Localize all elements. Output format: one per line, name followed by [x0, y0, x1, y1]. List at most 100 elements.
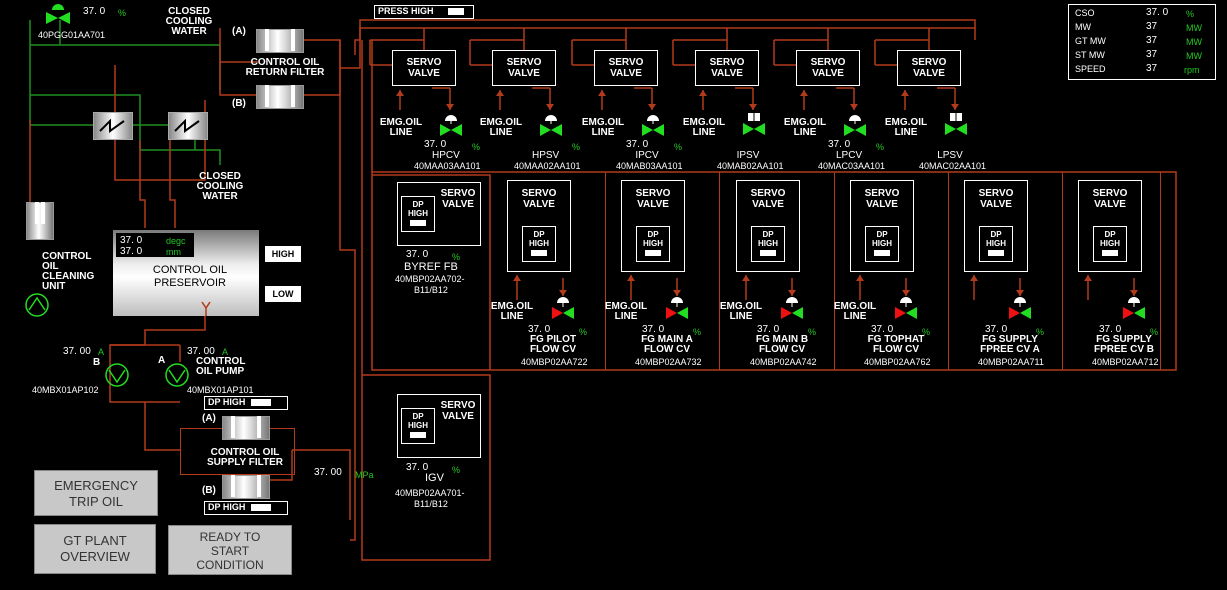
servo-line2: VALVE [523, 199, 555, 210]
emg-line2: LINE [389, 127, 413, 138]
servo-line1: SERVO [864, 188, 900, 199]
valve-tag: 40MAA02AA101 [514, 161, 581, 171]
supply-filter-dp-high-top: DP HIGH [204, 396, 288, 410]
dp-indicator [760, 250, 776, 256]
fg-valve-icon[interactable] [779, 294, 805, 320]
igv-tag-1: 40MBP02AA701- [395, 488, 465, 498]
dp-line1: DP [647, 230, 659, 239]
flow-arrow-icon [902, 290, 910, 296]
servo-line1: SERVO [810, 57, 846, 68]
igv-value: 37. 0 [406, 462, 429, 473]
valve-hpcv-icon[interactable] [438, 112, 464, 138]
emg-line2: LINE [729, 311, 753, 322]
servo-line2: VALVE [980, 199, 1012, 210]
valve-tag: 40MAC02AA101 [919, 161, 987, 171]
flow-arrow-icon [951, 104, 959, 110]
preservoir-level-unit: mm [166, 247, 181, 257]
pump-b-unit: A [98, 347, 105, 357]
valve-hpsv-icon[interactable] [538, 112, 564, 138]
dp-indicator [410, 432, 426, 438]
dp-line2: HIGH [986, 239, 1006, 248]
pump-b-icon[interactable] [104, 362, 130, 388]
top-valve-value: 37. 0 [83, 6, 106, 17]
supply-pressure-value: 37. 00 [314, 467, 342, 478]
name-line2: FPREE CV A [980, 344, 1040, 355]
fg-valve-unit: % [1150, 327, 1159, 337]
igv-unit: % [452, 465, 461, 475]
fg-frame [1063, 172, 1161, 370]
dp-line2: HIGH [529, 239, 549, 248]
emg-line1: EMG.OIL [379, 117, 423, 128]
flow-arrow-icon [598, 90, 606, 96]
dp-indicator [988, 250, 1004, 256]
status-panel [1068, 4, 1216, 80]
name-line1: FG MAIN B [755, 334, 809, 345]
flow-arrow-icon [546, 104, 554, 110]
emg-line1: EMG.OIL [604, 301, 648, 312]
valve-lpsv-icon[interactable] [943, 112, 969, 138]
valve-name: HPSV [532, 150, 560, 161]
pump-a-letter: A [158, 355, 166, 366]
valve-value: 37. 0 [828, 139, 851, 150]
valve-unit: % [674, 142, 683, 152]
valve-ipcv-icon[interactable] [640, 112, 666, 138]
name-line2: FLOW CV [643, 344, 691, 355]
cleaning-unit-filter [26, 202, 54, 240]
fg-valve-value: 37. 0 [528, 324, 551, 335]
valve-name: LPSV [937, 150, 963, 161]
flow-arrow-icon [648, 104, 656, 110]
emg-line2: LINE [894, 127, 918, 138]
status-unit: % [1186, 9, 1195, 19]
fg-valve-icon[interactable] [664, 294, 690, 320]
fg-valve-icon[interactable] [1121, 294, 1147, 320]
return-filter-a [256, 29, 304, 53]
flow-arrow-icon [559, 290, 567, 296]
dp-line2: HIGH [408, 421, 428, 430]
fg-valve-icon[interactable] [550, 294, 576, 320]
flow-arrow-icon [742, 275, 750, 281]
servo-line1: SERVO [440, 188, 476, 199]
cleaning-unit-pump-icon[interactable] [24, 292, 50, 318]
igv-name: IGV [425, 472, 444, 484]
preservoir-temp-value: 37. 0 [120, 235, 143, 246]
fg-valve-tag: 40MBP02AA712 [1092, 357, 1159, 367]
servo-line1: SERVO [608, 57, 644, 68]
status-label: SPEED [1075, 64, 1106, 74]
fg-valve-icon[interactable] [1007, 294, 1033, 320]
emg-line1: EMG.OIL [783, 117, 827, 128]
valve-ipsv-icon[interactable] [741, 112, 767, 138]
preservoir-level-value: 37. 0 [120, 246, 143, 257]
servo-line2: VALVE [442, 411, 474, 422]
servo-line1: SERVO [1092, 188, 1128, 199]
top-cooling-valve[interactable] [44, 2, 72, 30]
status-label: ST MW [1075, 50, 1105, 60]
valve-lpcv-icon[interactable] [842, 112, 868, 138]
fg-valve-icon[interactable] [893, 294, 919, 320]
pump-a-icon[interactable] [164, 362, 190, 388]
servo-line2: VALVE [637, 199, 669, 210]
